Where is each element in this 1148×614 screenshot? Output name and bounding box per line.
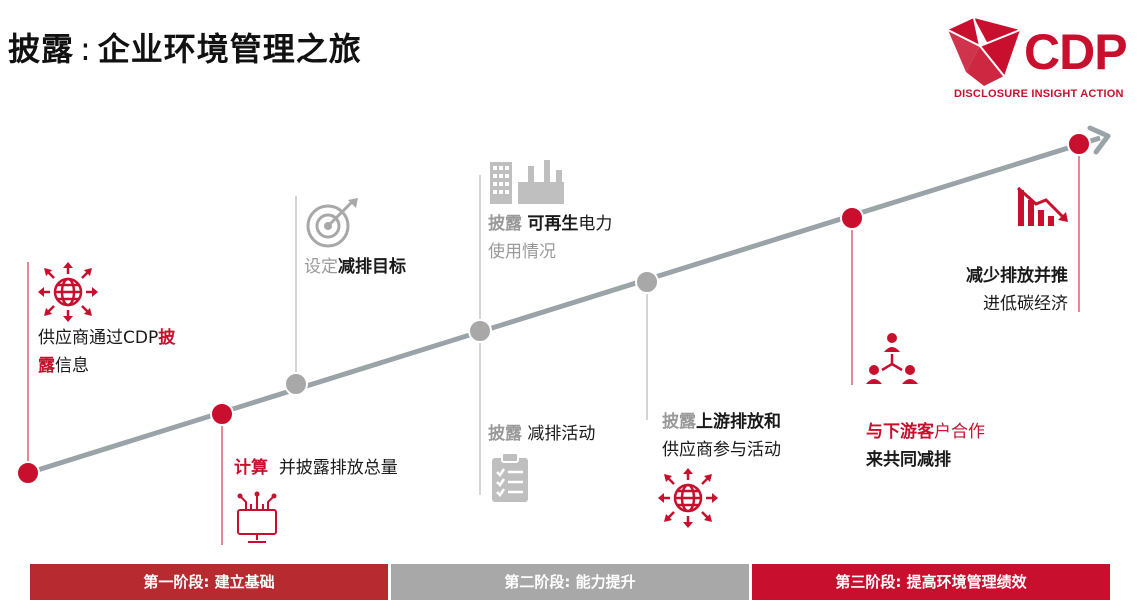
step-5-text-c: 电力 [578, 214, 613, 234]
step-4-text-b: 减排活动 [527, 424, 596, 444]
timeline-arrowhead [1087, 125, 1111, 155]
page-title: 披露:企业环境管理之旅 [8, 24, 362, 70]
timeline-dot-1 [16, 461, 40, 485]
timeline-line [27, 135, 1101, 476]
phase-bar-2: 第二阶段: 能力提升 [391, 564, 749, 600]
step-8-label: 减少排放并推 进低碳经济 [948, 262, 1068, 318]
timeline-dot-7 [1067, 132, 1091, 156]
step-1-text-d: 信息 [55, 356, 89, 376]
globe-arrows-icon [38, 262, 98, 322]
cdp-logo-text: CDP [1024, 24, 1128, 80]
step-1-text-c: 露 [38, 356, 55, 376]
declining-chart-icon [1017, 186, 1068, 226]
timeline-dot-4 [468, 319, 492, 343]
title-main: 披露 [8, 30, 75, 68]
step-3-text-b: 减排目标 [338, 257, 406, 277]
cdp-logo-tagline: DISCLOSURE INSIGHT ACTION [954, 88, 1124, 100]
step-4-text-a: 披露 [488, 424, 522, 444]
step-5-text-a: 披露 [488, 214, 522, 234]
step-8-text-b: 进低碳经济 [983, 294, 1068, 314]
phase-bar-3: 第三阶段: 提高环境管理绩效 [752, 564, 1110, 600]
step-8-text-a: 减少排放并推 [966, 266, 1068, 286]
step-3-text-a: 设定 [304, 257, 338, 277]
step-5-label: 披露 可再生电力 使用情况 [488, 210, 612, 266]
step-2-label: 计算 并披露排放总量 [234, 454, 398, 482]
people-network-icon [866, 333, 918, 384]
step-2-text-a: 计算 [234, 458, 268, 478]
clipboard-checklist-icon [492, 452, 528, 502]
step-7-text-c: 来共同减排 [866, 450, 951, 470]
step-7-text-a: 与下游客 [866, 422, 934, 442]
circuit-board-icon [237, 491, 277, 543]
step-4-label: 披露 减排活动 [488, 420, 595, 448]
title-rest: 企业环境管理之旅 [97, 30, 362, 68]
cdp-logo-mark-icon [947, 17, 1021, 86]
timeline-dot-2 [210, 402, 234, 426]
timeline-dot-3 [284, 372, 308, 396]
target-icon [306, 198, 358, 248]
step-7-label: 与下游客户合作 来共同减排 [866, 418, 985, 474]
cdp-logo: CDP DISCLOSURE INSIGHT ACTION [944, 16, 1140, 106]
step-3-label: 设定减排目标 [304, 253, 406, 281]
step-5-text-d: 使用情况 [488, 242, 556, 262]
step-6-text-a: 披露 [662, 412, 696, 432]
timeline-dot-5 [635, 270, 659, 294]
step-6-text-c: 供应商参与活动 [662, 440, 781, 460]
step-1-text-a: 供应商通过CDP [38, 328, 159, 348]
step-5-text-b: 可再生 [527, 214, 579, 234]
timeline-dot-6 [840, 206, 864, 230]
step-2-text-b: 并披露排放总量 [278, 458, 398, 478]
phase-bar-1: 第一阶段: 建立基础 [30, 564, 388, 600]
step-6-label: 披露上游排放和 供应商参与活动 [662, 408, 781, 464]
globe-arrows-icon [658, 468, 718, 528]
factory-icon [490, 160, 564, 204]
step-6-text-b: 上游排放和 [696, 412, 781, 432]
step-1-text-b: 披 [158, 328, 176, 348]
step-7-text-b: 户合作 [934, 422, 985, 442]
title-separator: : [80, 30, 92, 68]
step-1-label: 供应商通过CDP披 露信息 [38, 324, 175, 380]
